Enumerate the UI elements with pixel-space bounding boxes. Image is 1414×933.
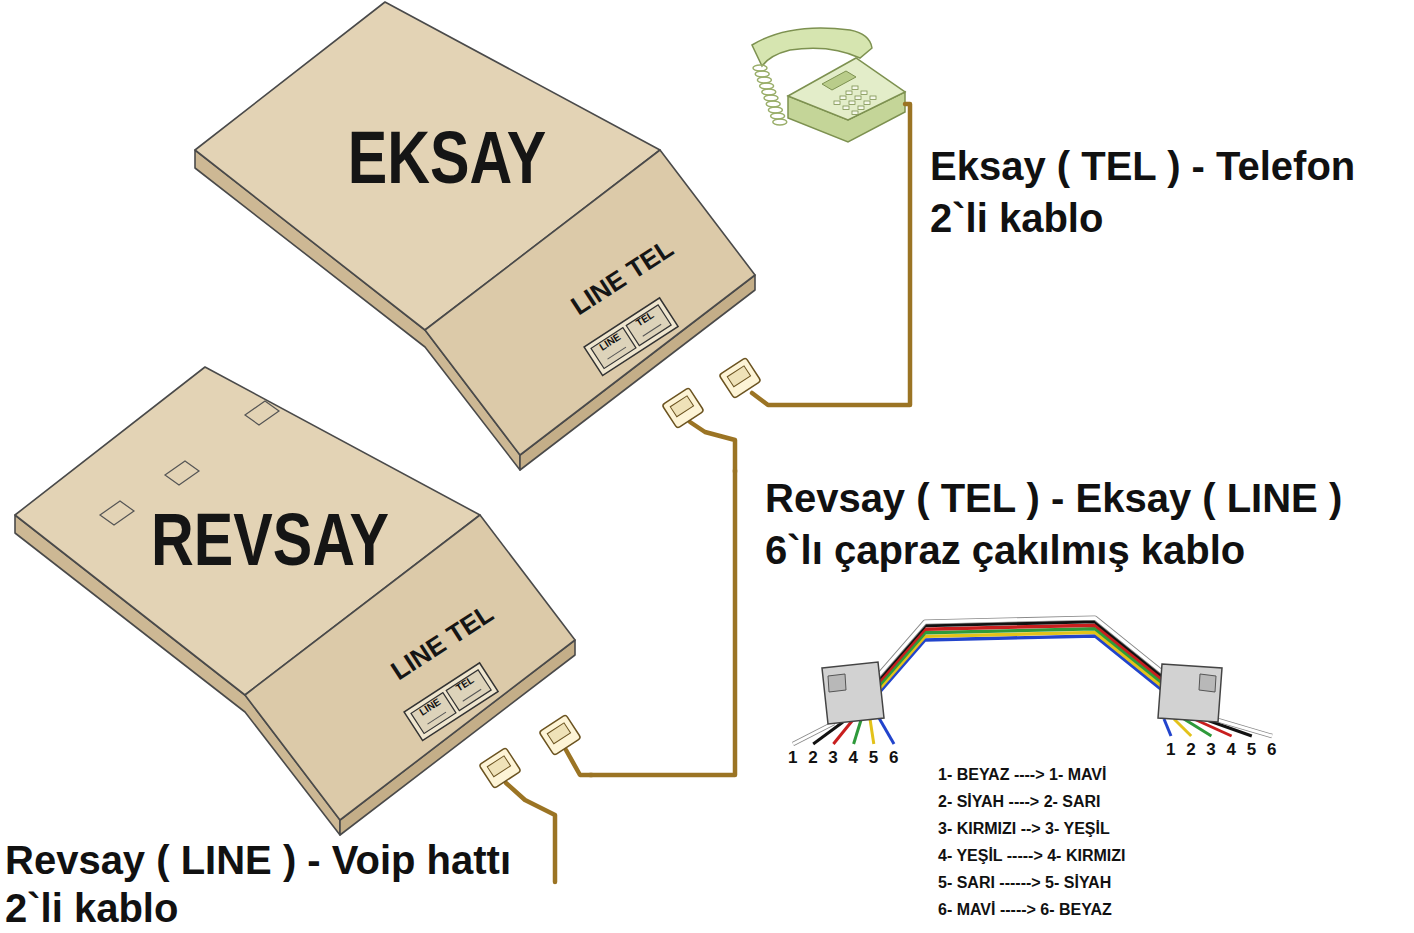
- pin-wire: [833, 721, 852, 744]
- jack-opening: [411, 693, 456, 734]
- rj-plug-right: [1158, 664, 1222, 722]
- device-outline: [10, 365, 590, 835]
- jack-opening: [591, 328, 636, 369]
- cable-label: Revsay ( LINE ) - Voip hattı 2`li kablo: [5, 836, 545, 932]
- telephone: [752, 28, 905, 142]
- telephone-key: [846, 91, 852, 95]
- rj-plug: [719, 358, 761, 399]
- cord-coil: [766, 101, 780, 107]
- pin-mapping: 1- BEYAZ ----> 1- MAVİ: [938, 766, 1106, 784]
- revsay-tel-cable: [566, 750, 592, 775]
- port-label: TEL: [634, 309, 656, 329]
- plug-latch: [1199, 674, 1216, 692]
- box-slope-face: [425, 150, 755, 455]
- crossover-cable-figure: [793, 618, 1272, 744]
- pin-mapping: 4- YEŞİL -----> 4- KIRMIZI: [938, 847, 1125, 865]
- voip-cable: [506, 783, 555, 882]
- telephone-key: [870, 96, 876, 100]
- wire-outline: [878, 618, 1162, 676]
- telephone-key: [834, 101, 840, 105]
- cord-coil: [768, 107, 782, 113]
- telephone-display: [822, 71, 856, 90]
- port-label: LINE: [597, 331, 622, 353]
- cord-coil: [764, 95, 778, 101]
- rj-plug-left: [822, 662, 884, 724]
- cord-coil: [760, 83, 774, 89]
- cord-coil: [773, 119, 787, 125]
- telephone-key: [864, 101, 870, 105]
- telephone-coil-cord: [753, 65, 787, 125]
- jack-contacts: [643, 324, 661, 336]
- jack-panel: [404, 663, 498, 741]
- pin-wire: [1164, 719, 1171, 736]
- device-box: EKSAY LINE TEL: [190, 0, 770, 470]
- plug-latch: [828, 674, 846, 692]
- rj-plug: [539, 715, 581, 756]
- telephone-key: [840, 96, 846, 100]
- cord-coil: [757, 77, 771, 83]
- pin-wire: [879, 718, 894, 744]
- telephone-keypad: [834, 86, 876, 115]
- telephone-key: [852, 111, 858, 115]
- pin-mapping: 5- SARI ------> 5- SİYAH: [938, 874, 1111, 892]
- cord-coil: [762, 89, 776, 95]
- rj-plug: [479, 748, 521, 789]
- pin-wire: [870, 719, 874, 744]
- pin-wire: [813, 722, 843, 744]
- telephone-base-top: [788, 58, 905, 120]
- device-name: REVSAY: [151, 503, 389, 577]
- cable-label: Eksay ( TEL ) - Telefon 2`li kablo: [930, 140, 1400, 244]
- port-label: TEL: [454, 674, 476, 694]
- telephone-key: [858, 106, 864, 110]
- port-label: LINE: [417, 696, 442, 718]
- device-box: REVSAY LINE TEL: [10, 365, 590, 835]
- jack-contacts: [608, 347, 626, 359]
- cable-label: Revsay ( TEL ) - Eksay ( LINE ) 6`lı çap…: [765, 472, 1375, 576]
- jack-opening: [446, 670, 491, 711]
- jack-contacts: [463, 689, 481, 701]
- wire: [878, 618, 1162, 676]
- pin-mapping: 3- KIRMIZI --> 3- YEŞİL: [938, 820, 1110, 838]
- pin-numbers: 1 2 3 4 5 6: [788, 748, 901, 768]
- jack-contacts: [428, 712, 446, 724]
- device-outline: [190, 0, 770, 470]
- pin-numbers: 1 2 3 4 5 6: [1166, 740, 1279, 760]
- button-outline: [165, 461, 199, 485]
- cable-connector: [590, 470, 735, 775]
- cord-coil: [755, 71, 769, 77]
- pin-wire: [1214, 719, 1272, 736]
- pin-mapping: 6- MAVİ -----> 6- BEYAZ: [938, 901, 1112, 919]
- telephone-key: [849, 101, 855, 105]
- jack-frame: [584, 298, 678, 376]
- wire-outline: [1214, 719, 1272, 736]
- rj-plug: [662, 388, 704, 429]
- device-name: EKSAY: [348, 121, 547, 195]
- button-outline: [100, 501, 134, 525]
- cable-ribbon: [878, 618, 1162, 694]
- jack-frame: [404, 663, 498, 741]
- telephone-key: [852, 86, 858, 90]
- eksay-line-cable: [690, 422, 735, 472]
- jack-opening: [626, 305, 671, 346]
- button-outline: [245, 401, 279, 425]
- phone-cable: [752, 104, 910, 405]
- pin-wire: [854, 720, 861, 744]
- jack-panel: [584, 298, 678, 376]
- telephone-key: [843, 106, 849, 110]
- telephone-key: [855, 96, 861, 100]
- pin-mapping: 2- SİYAH ----> 2- SARI: [938, 793, 1101, 811]
- telephone-handset: [752, 28, 872, 66]
- wire: [878, 625, 1162, 683]
- cord-coil: [753, 65, 767, 71]
- cord-coil: [771, 113, 785, 119]
- telephone-key: [861, 91, 867, 95]
